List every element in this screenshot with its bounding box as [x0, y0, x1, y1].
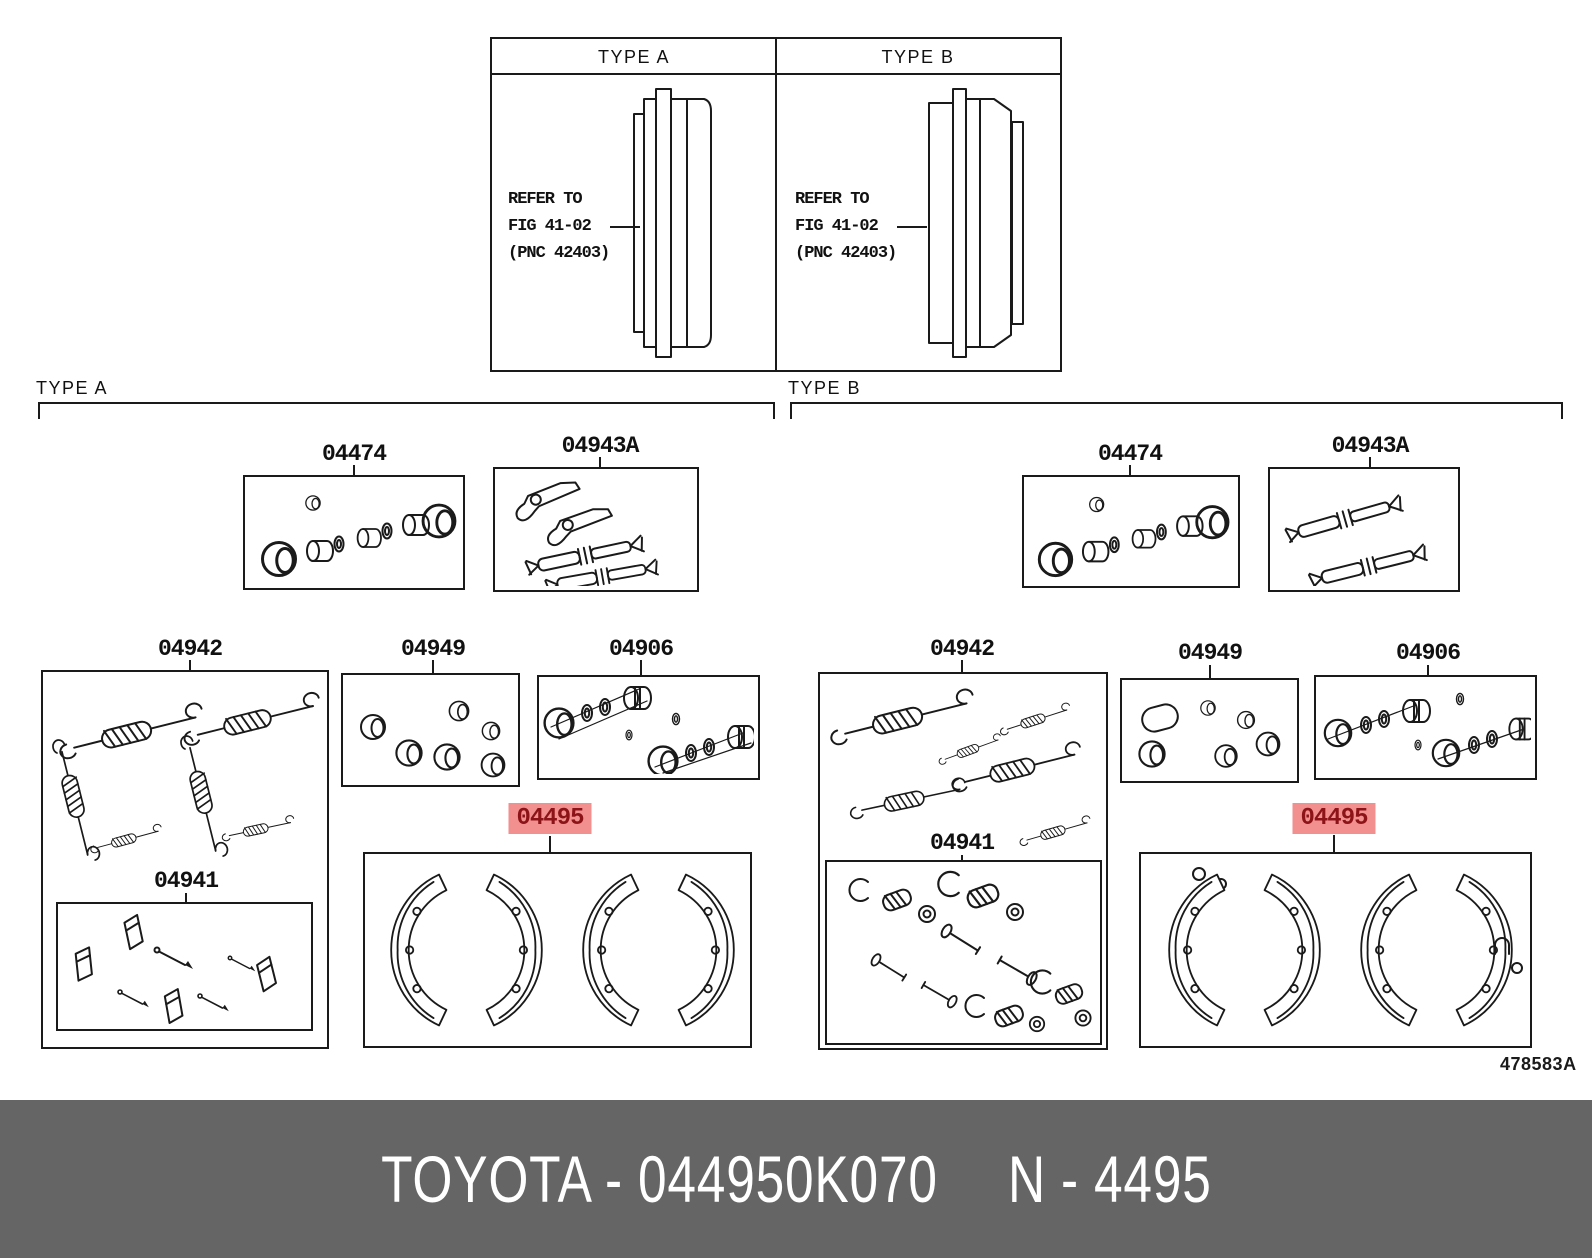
- part-box-04495-a: [363, 852, 752, 1048]
- label-leader-line: [185, 893, 187, 902]
- label-leader-line: [1333, 835, 1335, 852]
- label-leader-line: [599, 457, 601, 467]
- part-box-04906-b: [1314, 675, 1537, 780]
- refer-leader-line-b: [897, 226, 927, 228]
- footer-catalog-number: TOYOTA - 044950K070: [380, 1142, 938, 1216]
- footer-short-code: N - 4495: [1007, 1142, 1212, 1216]
- label-leader-line: [961, 855, 963, 860]
- footer-part-text: TOYOTA - 044950K070 N - 4495: [381, 1141, 1212, 1217]
- part-number-04941[interactable]: 04941: [153, 868, 219, 894]
- part-box-04941-a: [56, 902, 313, 1031]
- section-label-type-a: TYPE A: [36, 378, 109, 398]
- label-leader-line: [961, 660, 963, 672]
- label-leader-line: [1129, 465, 1131, 475]
- part-number-04943A[interactable]: 04943A: [561, 433, 640, 459]
- wheel-cylinder-repair-kit-art: [543, 686, 754, 774]
- highlighted-part-label-04495-a[interactable]: 04495: [508, 803, 592, 834]
- part-number-04906[interactable]: 04906: [608, 636, 674, 662]
- brake-shoe-kit-art: [390, 873, 735, 1027]
- shoe-adjuster-kit-art: [511, 479, 660, 586]
- refer-leader-line-a: [610, 226, 640, 228]
- label-leader-line: [353, 465, 355, 475]
- part-box-04942-b: [818, 672, 1108, 1050]
- part-box-04943A-a: [493, 467, 699, 592]
- label-leader-line: [432, 660, 434, 673]
- drum-type-comparison-table: TYPE A TYPE B: [490, 37, 1062, 372]
- refer-note-line3: (PNC 42403): [508, 244, 610, 263]
- shoe-hold-down-kit-art: [848, 870, 1092, 1033]
- return-spring-kit-art: [826, 686, 1093, 847]
- refer-note-line3: (PNC 42403): [795, 244, 897, 263]
- brake-drum-type-a-art: [633, 88, 712, 358]
- brake-shoe-kit-art: [1168, 867, 1523, 1027]
- part-box-04906-a: [537, 675, 760, 780]
- part-box-04941-b: [825, 860, 1102, 1045]
- part-box-04949-a: [341, 673, 520, 787]
- part-box-04949-b: [1120, 678, 1299, 783]
- part-box-04942-a: [41, 670, 329, 1049]
- label-leader-line: [189, 660, 191, 670]
- part-number-04942[interactable]: 04942: [157, 636, 223, 662]
- shoe-hold-down-kit-art: [74, 913, 279, 1025]
- label-leader-line: [640, 660, 642, 675]
- shoe-adjuster-kit-art: [1283, 494, 1429, 586]
- type-a-header: TYPE A: [597, 47, 671, 67]
- section-bracket-type-a: [38, 402, 775, 419]
- part-number-04943A[interactable]: 04943A: [1331, 433, 1410, 459]
- part-number-04949[interactable]: 04949: [400, 636, 466, 662]
- part-number-04474[interactable]: 04474: [321, 441, 387, 467]
- label-leader-line: [1369, 457, 1371, 467]
- refer-note-line1: REFER TO: [795, 190, 870, 209]
- part-number-04942[interactable]: 04942: [929, 636, 995, 662]
- highlighted-part-label-04495-b[interactable]: 04495: [1292, 803, 1376, 834]
- refer-note-line2: FIG 41-02: [508, 217, 592, 236]
- cylinder-cup-kit-art: [1138, 700, 1281, 768]
- footer-part-bar: TOYOTA - 044950K070 N - 4495: [0, 1100, 1592, 1258]
- refer-note-line1: REFER TO: [508, 190, 583, 209]
- label-leader-line: [549, 836, 551, 852]
- type-b-header: TYPE B: [881, 47, 955, 67]
- section-label-type-b: TYPE B: [788, 378, 862, 398]
- cylinder-cup-kit-art: [360, 700, 506, 778]
- return-spring-kit-art: [50, 690, 323, 865]
- part-box-04474-a: [243, 475, 465, 590]
- refer-note-line2: FIG 41-02: [795, 217, 879, 236]
- section-bracket-type-b: [790, 402, 1563, 419]
- wheel-cylinder-kit-art: [261, 495, 457, 577]
- refer-note-type-b: REFER TO FIG 41-02 (PNC 42403): [795, 186, 897, 267]
- wheel-cylinder-repair-kit-art: [1323, 692, 1531, 768]
- label-leader-line: [1209, 665, 1211, 678]
- wheel-cylinder-kit-art: [1037, 496, 1230, 578]
- part-number-04949[interactable]: 04949: [1177, 640, 1243, 666]
- part-number-04906[interactable]: 04906: [1395, 640, 1461, 666]
- part-box-04474-b: [1022, 475, 1240, 588]
- part-box-04943A-b: [1268, 467, 1460, 592]
- part-box-04495-b: [1139, 852, 1532, 1048]
- label-leader-line: [1427, 665, 1429, 675]
- refer-note-type-a: REFER TO FIG 41-02 (PNC 42403): [508, 186, 610, 267]
- part-number-04474[interactable]: 04474: [1097, 441, 1163, 467]
- brake-drum-type-b-art: [928, 88, 1024, 358]
- table-divider: [775, 39, 777, 370]
- part-number-04941[interactable]: 04941: [929, 830, 995, 856]
- figure-code: 478583A: [1500, 1054, 1577, 1074]
